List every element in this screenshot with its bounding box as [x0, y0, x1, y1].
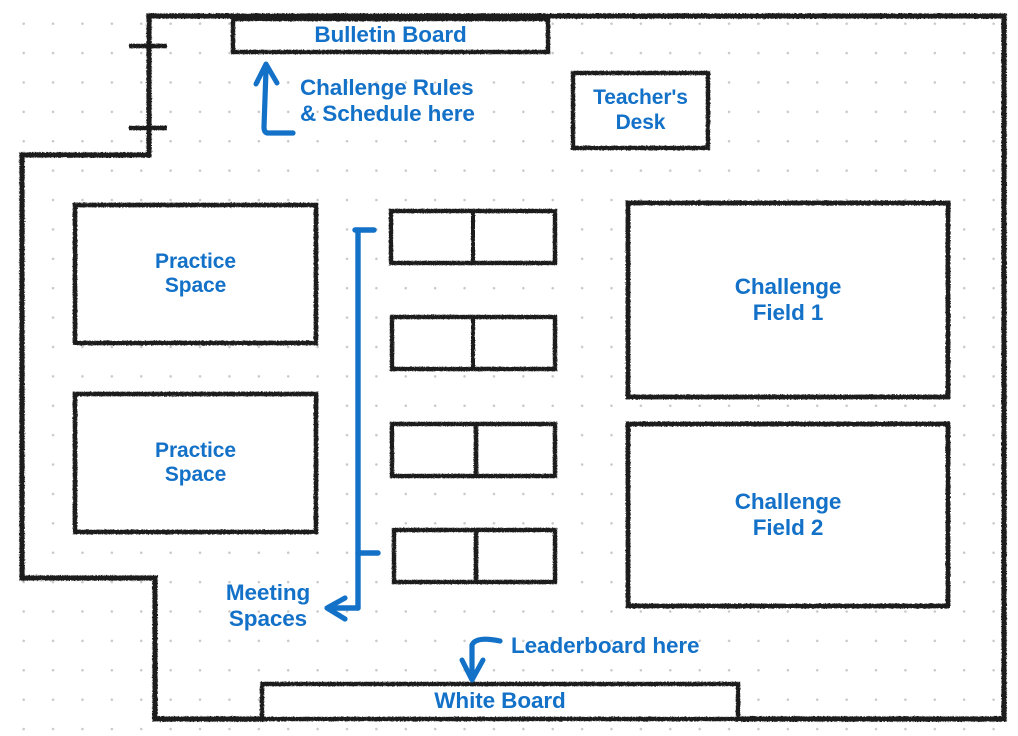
meeting-table-2-shape: [389, 314, 558, 372]
challenge-field-1-shape: [625, 200, 951, 400]
teachers-desk-shape: [570, 70, 711, 151]
practice-space-1-shape: [72, 202, 319, 346]
white-board-shape: [259, 681, 741, 722]
practice-space-2-shape: [72, 391, 319, 535]
leaderboard-arrow-icon: [459, 636, 503, 683]
room-walls: [19, 13, 1007, 722]
meeting-table-3-shape: [389, 421, 558, 479]
challenge-rules-arrow-icon: [253, 61, 296, 136]
meeting-table-1-shape: [388, 208, 558, 266]
meeting-table-4-shape: [391, 527, 558, 585]
bulletin-board-shape: [230, 16, 551, 55]
challenge-field-2-shape: [625, 421, 951, 609]
door-opening-marks: [129, 43, 167, 131]
meeting-spaces-bracket-icon: [324, 227, 381, 622]
